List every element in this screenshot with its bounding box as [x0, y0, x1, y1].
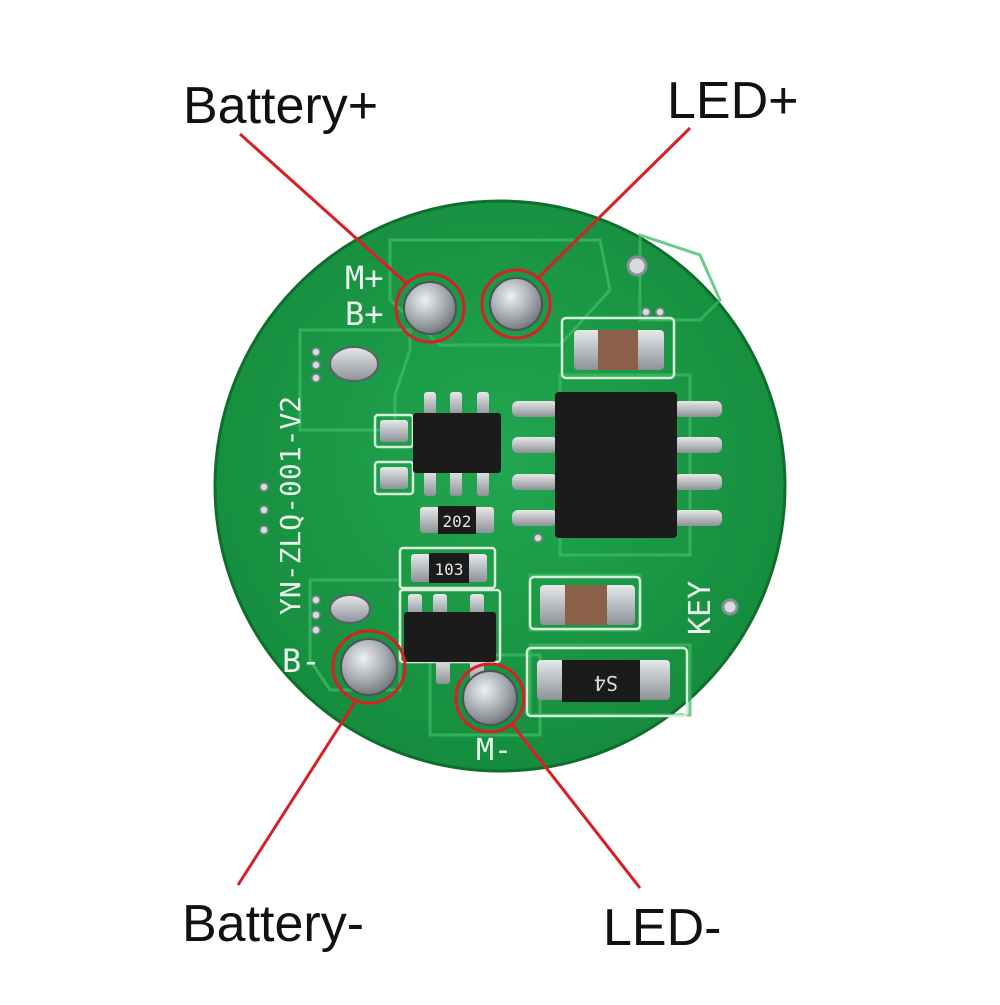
callout-line-led-minus — [510, 723, 642, 889]
silk-b-minus: B- — [282, 642, 321, 680]
oval-pad-top-left — [329, 346, 379, 382]
label-led-plus: LED+ — [667, 72, 799, 130]
diode-code: S4 — [594, 671, 618, 695]
label-battery-plus: Battery+ — [183, 77, 379, 135]
resistor-202-code: 202 — [443, 512, 472, 531]
pad-battery-minus — [340, 638, 398, 696]
resistor-103: 103 — [411, 553, 487, 583]
chip-lower — [404, 594, 496, 684]
chip-u1 — [380, 392, 501, 496]
callout-circle-led-plus — [480, 268, 552, 340]
callouts — [236, 126, 692, 889]
silk-board-id: YN-ZLQ-001-V2 — [274, 396, 307, 615]
capacitor-lower — [540, 585, 635, 625]
pcb-board-edge — [213, 199, 787, 773]
diode-s4: S4 — [537, 660, 670, 702]
callout-line-led-plus — [536, 126, 692, 280]
callout-circle-led-minus — [454, 662, 526, 734]
callout-circle-battery-minus — [331, 629, 407, 705]
via-cluster-left — [259, 307, 665, 635]
pad-led-minus — [462, 670, 518, 726]
label-battery-minus: Battery- — [182, 895, 365, 953]
resistor-202: 202 — [420, 506, 494, 534]
silk-b-plus: B+ — [345, 295, 384, 333]
silk-m-plus: M+ — [345, 259, 384, 297]
silk-m-minus: M- — [476, 733, 512, 768]
capacitor-top — [574, 330, 664, 370]
chip-sop8 — [512, 392, 722, 538]
callout-line-battery-minus — [236, 701, 357, 886]
via-key — [721, 598, 739, 616]
callout-line-battery-plus — [238, 132, 408, 285]
label-led-minus: LED- — [603, 899, 722, 957]
copper-traces — [298, 232, 722, 737]
pad-led-plus — [489, 277, 543, 331]
callout-circle-battery-plus — [394, 272, 466, 344]
oval-pad-bottom-left — [329, 594, 371, 624]
pad-battery-plus — [403, 281, 457, 335]
silk-key: KEY — [683, 581, 718, 635]
resistor-103-code: 103 — [435, 560, 464, 579]
via-top-right — [626, 255, 648, 277]
